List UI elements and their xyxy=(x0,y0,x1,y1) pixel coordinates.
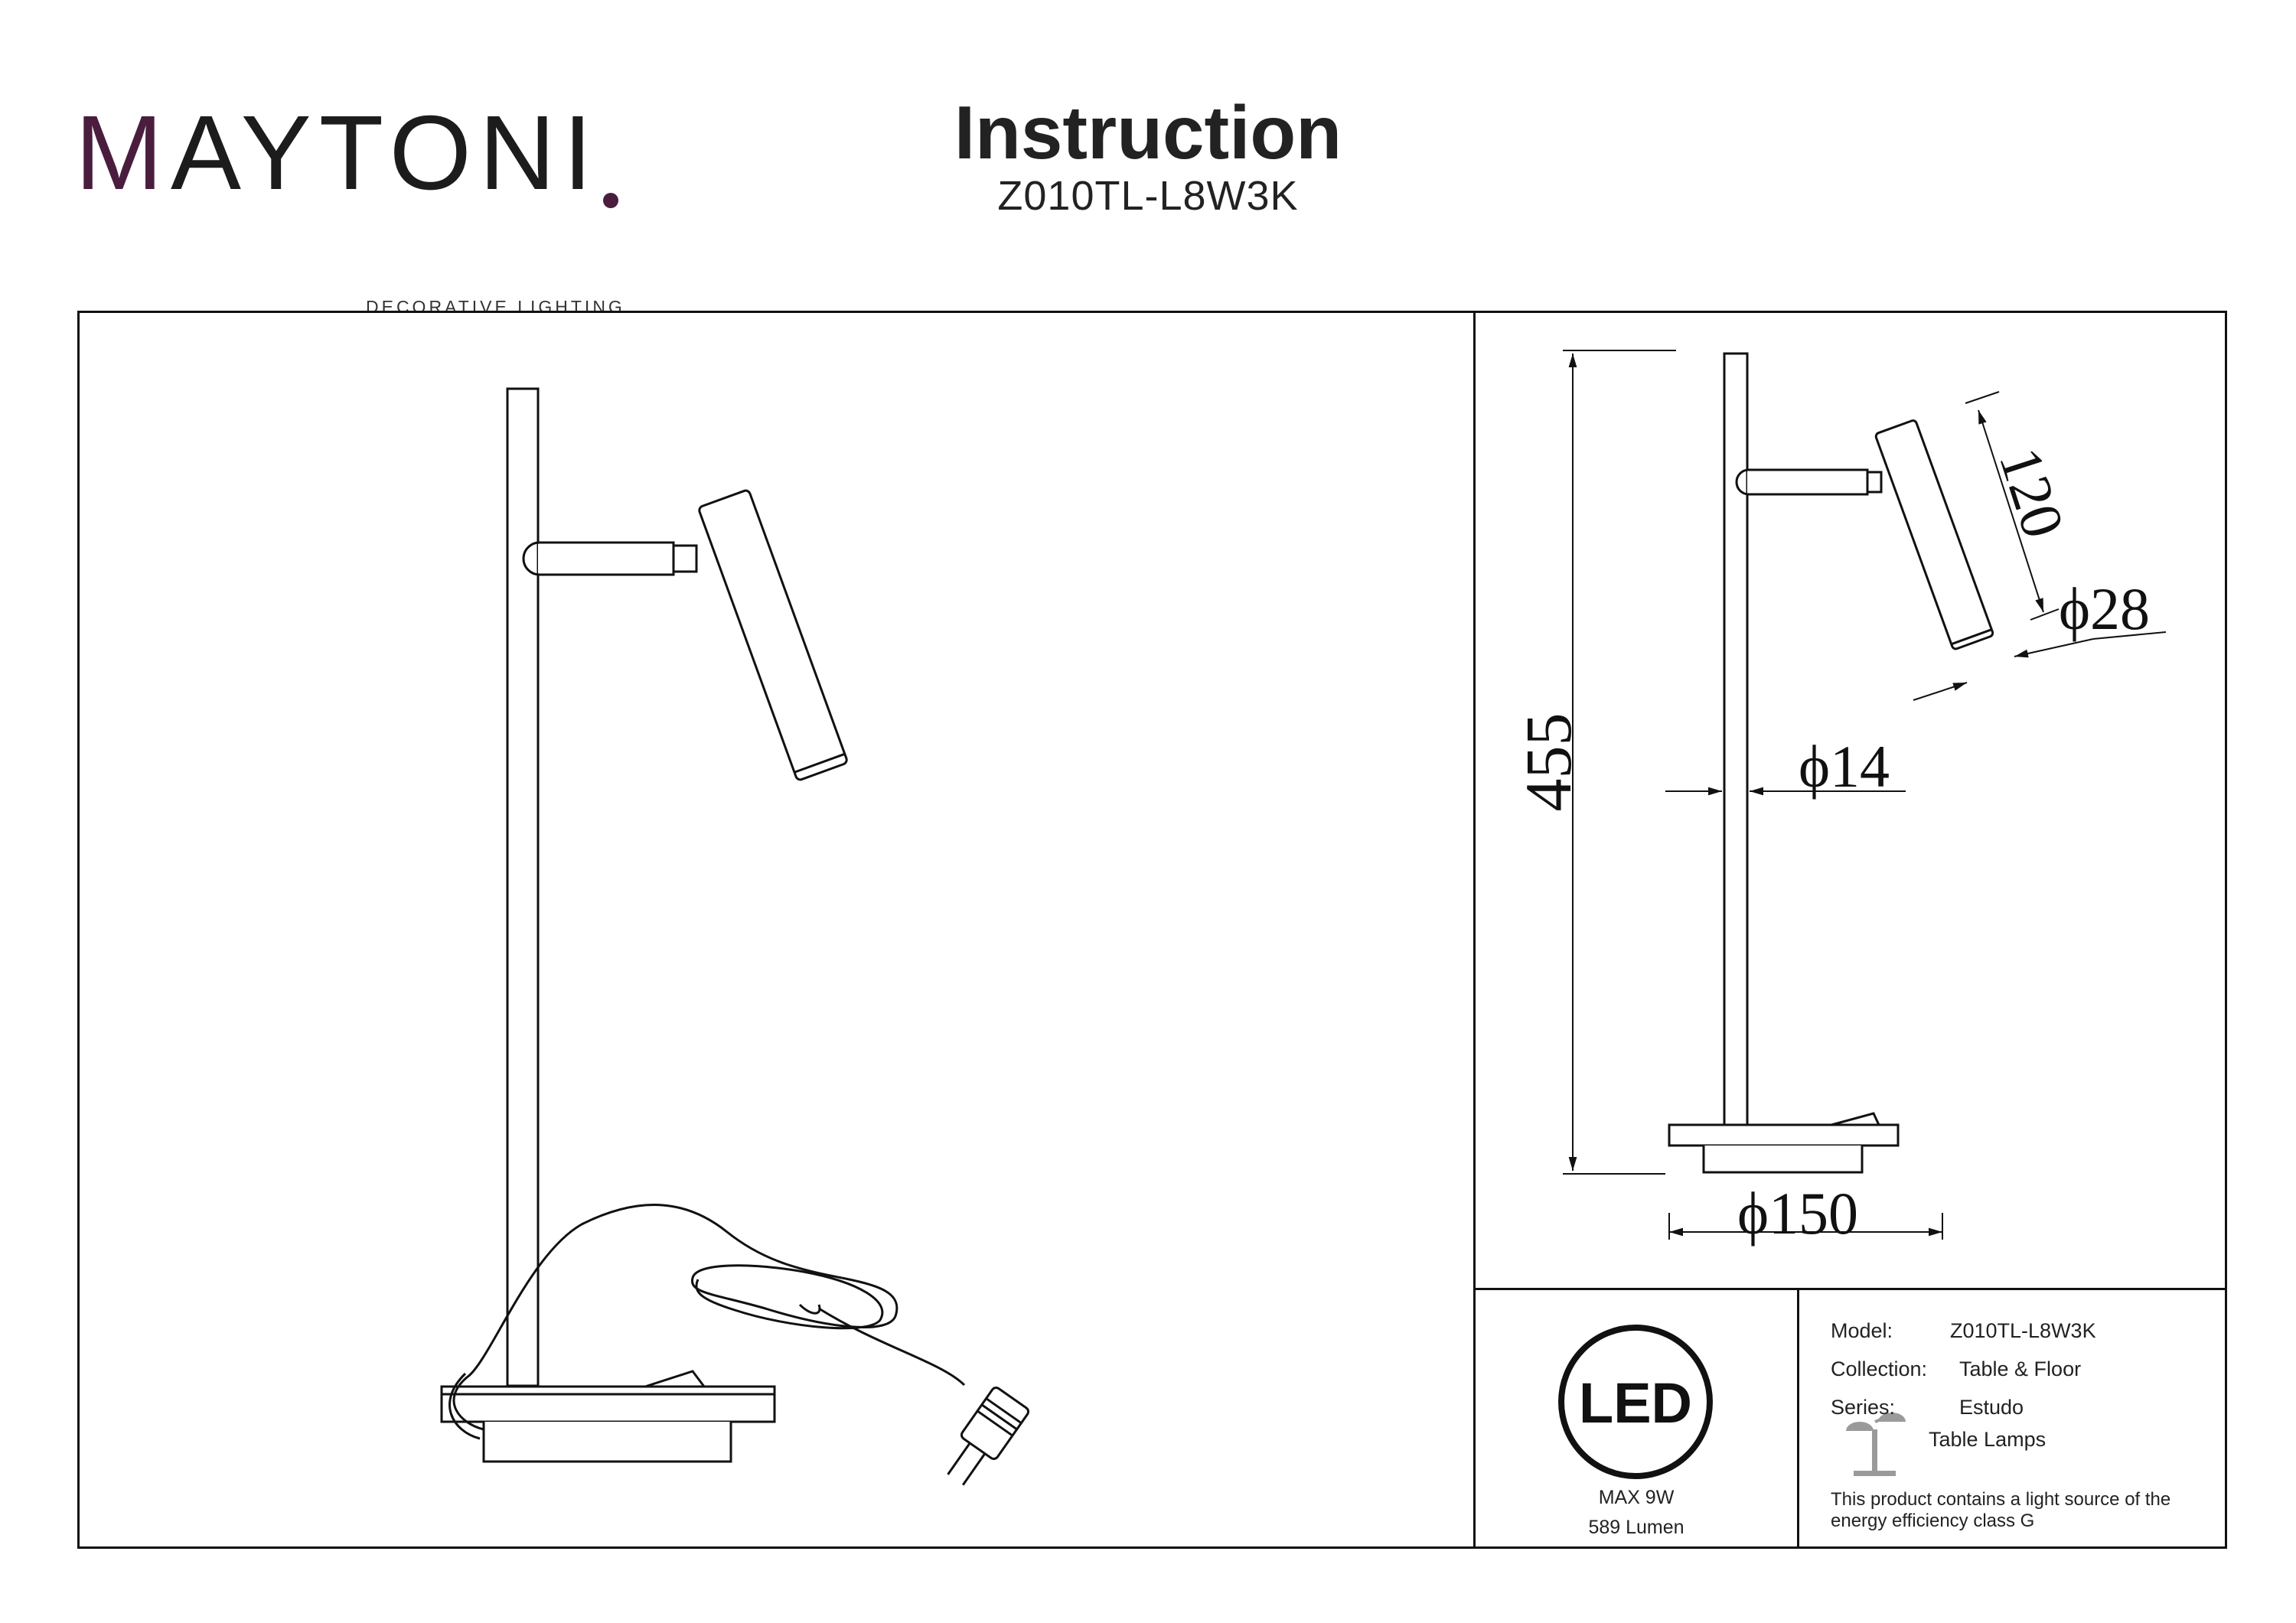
spec-collection-value: Table & Floor xyxy=(1959,1357,2082,1380)
spec-series-value: Estudo xyxy=(1959,1396,2024,1419)
brand-logo: MAYTONI DECORATIVE LIGHTING xyxy=(75,99,622,317)
brand-tagline: DECORATIVE LIGHTING xyxy=(366,297,625,317)
spec-collection-label: Collection: xyxy=(1831,1357,1928,1380)
instruction-frame xyxy=(77,311,2227,1549)
dim-head-length-label: 120 xyxy=(1987,440,2078,546)
table-lamp-icon xyxy=(1846,1413,1906,1476)
dim-head-diameter-label: ϕ28 xyxy=(2059,575,2150,642)
spec-series-label: Series: xyxy=(1831,1396,1896,1419)
lamp-perspective-drawing xyxy=(440,387,1030,1486)
dim-base-diameter-label: ϕ150 xyxy=(1737,1180,1858,1247)
brand-dot-icon xyxy=(603,193,618,208)
dim-height-label: 455 xyxy=(1512,713,1585,812)
led-power: MAX 9W xyxy=(1598,1487,1675,1508)
led-badge: LED xyxy=(1558,1325,1713,1479)
frame-divider-info xyxy=(1797,1288,1799,1549)
led-lumen: 589 Lumen xyxy=(1588,1517,1684,1538)
dim-stem-diameter-label: ϕ14 xyxy=(1799,733,1890,800)
led-badge-text: LED xyxy=(1579,1371,1692,1435)
spec-model-label: Model: xyxy=(1831,1319,1893,1342)
page-title: Instruction xyxy=(954,90,1342,174)
spec-model-value: Z010TL-L8W3K xyxy=(1950,1319,2096,1342)
spec-type-value: Table Lamps xyxy=(1929,1428,2047,1451)
lamp-dimension-drawing xyxy=(1668,352,1994,1174)
brand-name: MAYTONI xyxy=(75,94,600,212)
frame-divider-horizontal xyxy=(1473,1288,2227,1290)
page-model-number: Z010TL-L8W3K xyxy=(997,173,1299,219)
dimension-lines xyxy=(1563,350,2167,1240)
energy-efficiency-note: This product contains a light source of … xyxy=(1831,1489,2171,1531)
frame-divider-vertical xyxy=(1473,311,1476,1549)
